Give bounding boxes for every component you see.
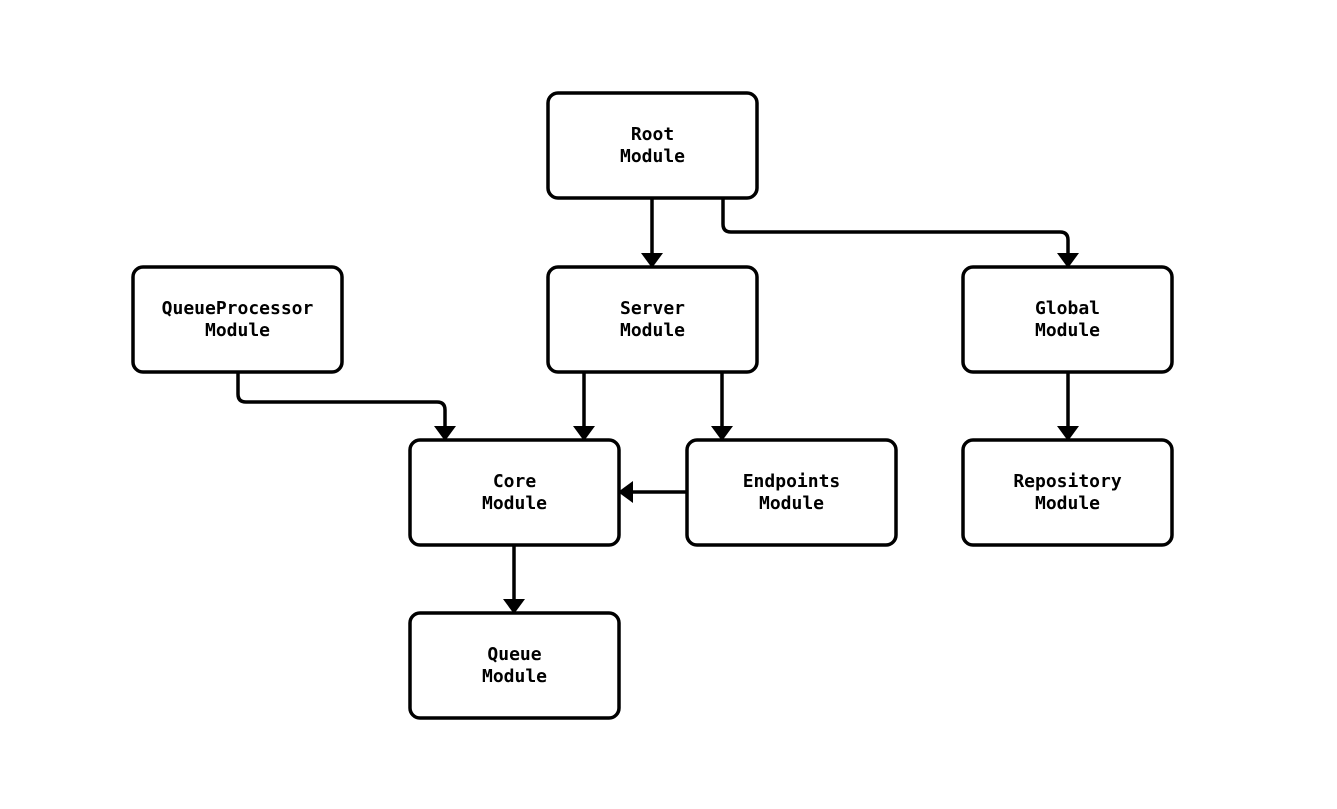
- node-label-line: Repository: [1013, 471, 1122, 492]
- edge-layer: [236, 198, 1079, 614]
- node-label-line: Module: [620, 146, 685, 167]
- node-label-line: Global: [1035, 298, 1100, 319]
- node-label-line: Module: [482, 666, 547, 687]
- node-label-line: Core: [493, 471, 537, 492]
- node-label-line: QueueProcessor: [162, 298, 314, 319]
- node-label-line: Module: [620, 320, 685, 341]
- node-label-line: Module: [1035, 320, 1100, 341]
- node-label-line: Module: [1035, 493, 1100, 514]
- edge-queueprocessor-module-to-core-module: [236, 372, 456, 441]
- node-label-line: Module: [482, 493, 547, 514]
- node-label-line: Queue: [487, 644, 541, 665]
- node-label-line: Root: [631, 124, 674, 145]
- node-label-line: Module: [759, 493, 824, 514]
- node-label-line: Endpoints: [743, 471, 841, 492]
- edge-root-module-to-global-module: [721, 198, 1079, 268]
- node-label-line: Module: [205, 320, 270, 341]
- node-label-line: Server: [620, 298, 685, 319]
